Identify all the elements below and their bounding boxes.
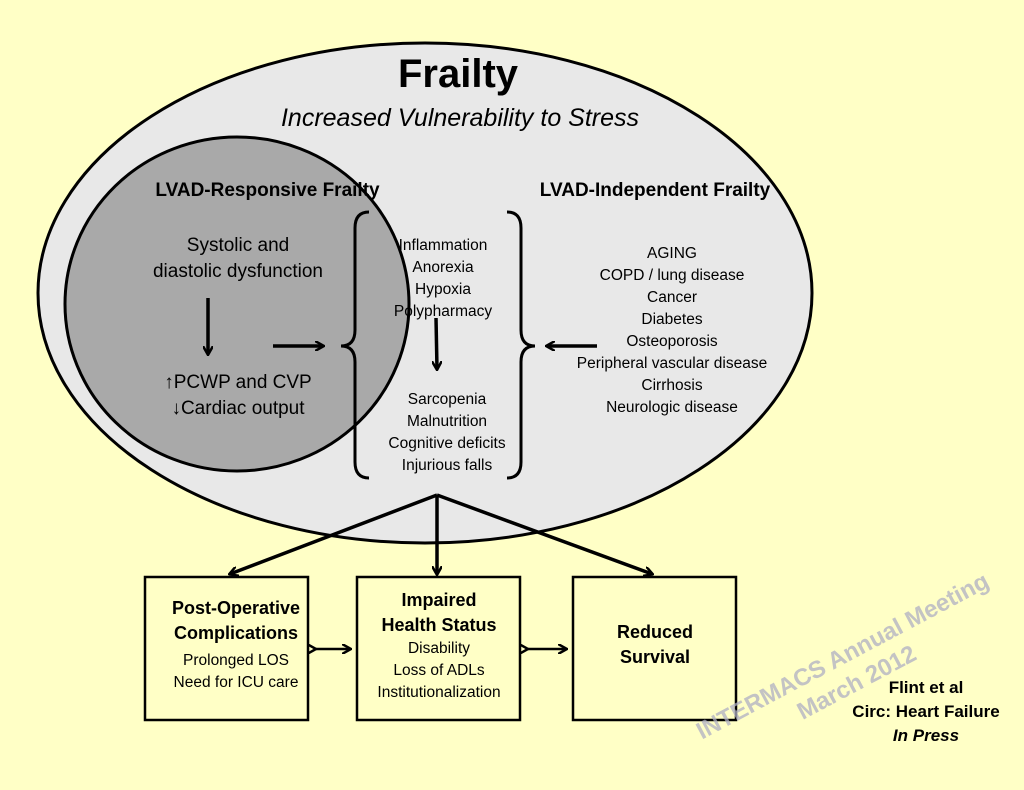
postop-item: Need for ICU care: [173, 674, 299, 691]
left-brace: [340, 210, 370, 480]
arrow-to-postop-box: [230, 493, 438, 574]
mediator-item: Hypoxia: [415, 281, 471, 298]
arrow-to-survival-box: [436, 493, 652, 574]
survival-title-line: Reduced: [616, 622, 694, 642]
mediators-list: Inflammation Anorexia Hypoxia Polypharma…: [370, 235, 516, 323]
right-brace: [506, 210, 536, 480]
citation: Flint et al Circ: Heart Failure In Press: [836, 676, 1016, 748]
postop-box-content: Post-Operative Complications Prolonged L…: [146, 596, 326, 694]
citation-status: In Press: [892, 726, 960, 745]
hemodynamics-line: ↑PCWP and CVP: [164, 372, 312, 393]
frailty-outcome-item: Injurious falls: [401, 457, 493, 474]
citation-authors: Flint et al: [888, 678, 964, 697]
condition-item: Cirrhosis: [641, 377, 703, 394]
dysfunction-line: diastolic dysfunction: [152, 261, 324, 282]
postop-title-line: Complications: [173, 623, 298, 643]
independent-frailty-heading: LVAD-Independent Frailty: [539, 180, 771, 201]
survival-title-line: Survival: [619, 647, 691, 667]
dysfunction-line: Systolic and: [186, 235, 290, 256]
condition-item: Cancer: [647, 289, 697, 306]
hemodynamics-label: ↑PCWP and CVP ↓Cardiac output: [122, 370, 354, 422]
postop-item: Prolonged LOS: [183, 652, 289, 669]
condition-item: Osteoporosis: [626, 333, 718, 350]
postop-title-line: Post-Operative: [171, 598, 301, 618]
frailty-outcome-item: Cognitive deficits: [388, 435, 506, 452]
responsive-frailty-heading: LVAD-Responsive Frailty: [155, 180, 380, 201]
condition-item: AGING: [647, 245, 697, 262]
mediator-item: Polypharmacy: [393, 303, 493, 320]
survival-box: [571, 575, 738, 722]
arrow-mediators-to-outcomes: [436, 317, 437, 369]
frailty-outcome-item: Malnutrition: [406, 413, 488, 430]
condition-item: Peripheral vascular disease: [576, 355, 768, 372]
health-item: Disability: [407, 640, 470, 657]
health-item: Loss of ADLs: [393, 662, 485, 679]
frailty-outcome-item: Sarcopenia: [407, 391, 487, 408]
postop-box: [143, 575, 310, 722]
condition-item: Diabetes: [641, 311, 703, 328]
frailty-diagram: Frailty Increased Vulnerability to Stres…: [36, 41, 1016, 748]
condition-item: Neurologic disease: [606, 399, 738, 416]
mediator-item: Anorexia: [412, 259, 474, 276]
dysfunction-label: Systolic and diastolic dysfunction: [122, 233, 354, 285]
responsive-frailty-ellipse: [63, 135, 411, 473]
citation-journal: Circ: Heart Failure: [852, 702, 1000, 721]
health-title-line: Impaired: [401, 590, 477, 610]
mediator-item: Inflammation: [398, 237, 488, 254]
health-box-content: Impaired Health Status Disability Loss o…: [358, 588, 520, 704]
diagram-title: Frailty: [397, 52, 519, 96]
condition-item: COPD / lung disease: [599, 267, 745, 284]
hemodynamics-line: ↓Cardiac output: [171, 398, 305, 419]
diagram-shapes: [36, 41, 814, 722]
health-item: Institutionalization: [377, 684, 501, 701]
independent-conditions-list: AGING COPD / lung disease Cancer Diabete…: [552, 243, 792, 419]
diagram-subtitle: Increased Vulnerability to Stress: [280, 104, 640, 132]
survival-box-content: Reduced Survival: [574, 620, 736, 670]
health-title-line: Health Status: [381, 615, 497, 635]
frailty-outcomes-list: Sarcopenia Malnutrition Cognitive defici…: [370, 389, 524, 477]
